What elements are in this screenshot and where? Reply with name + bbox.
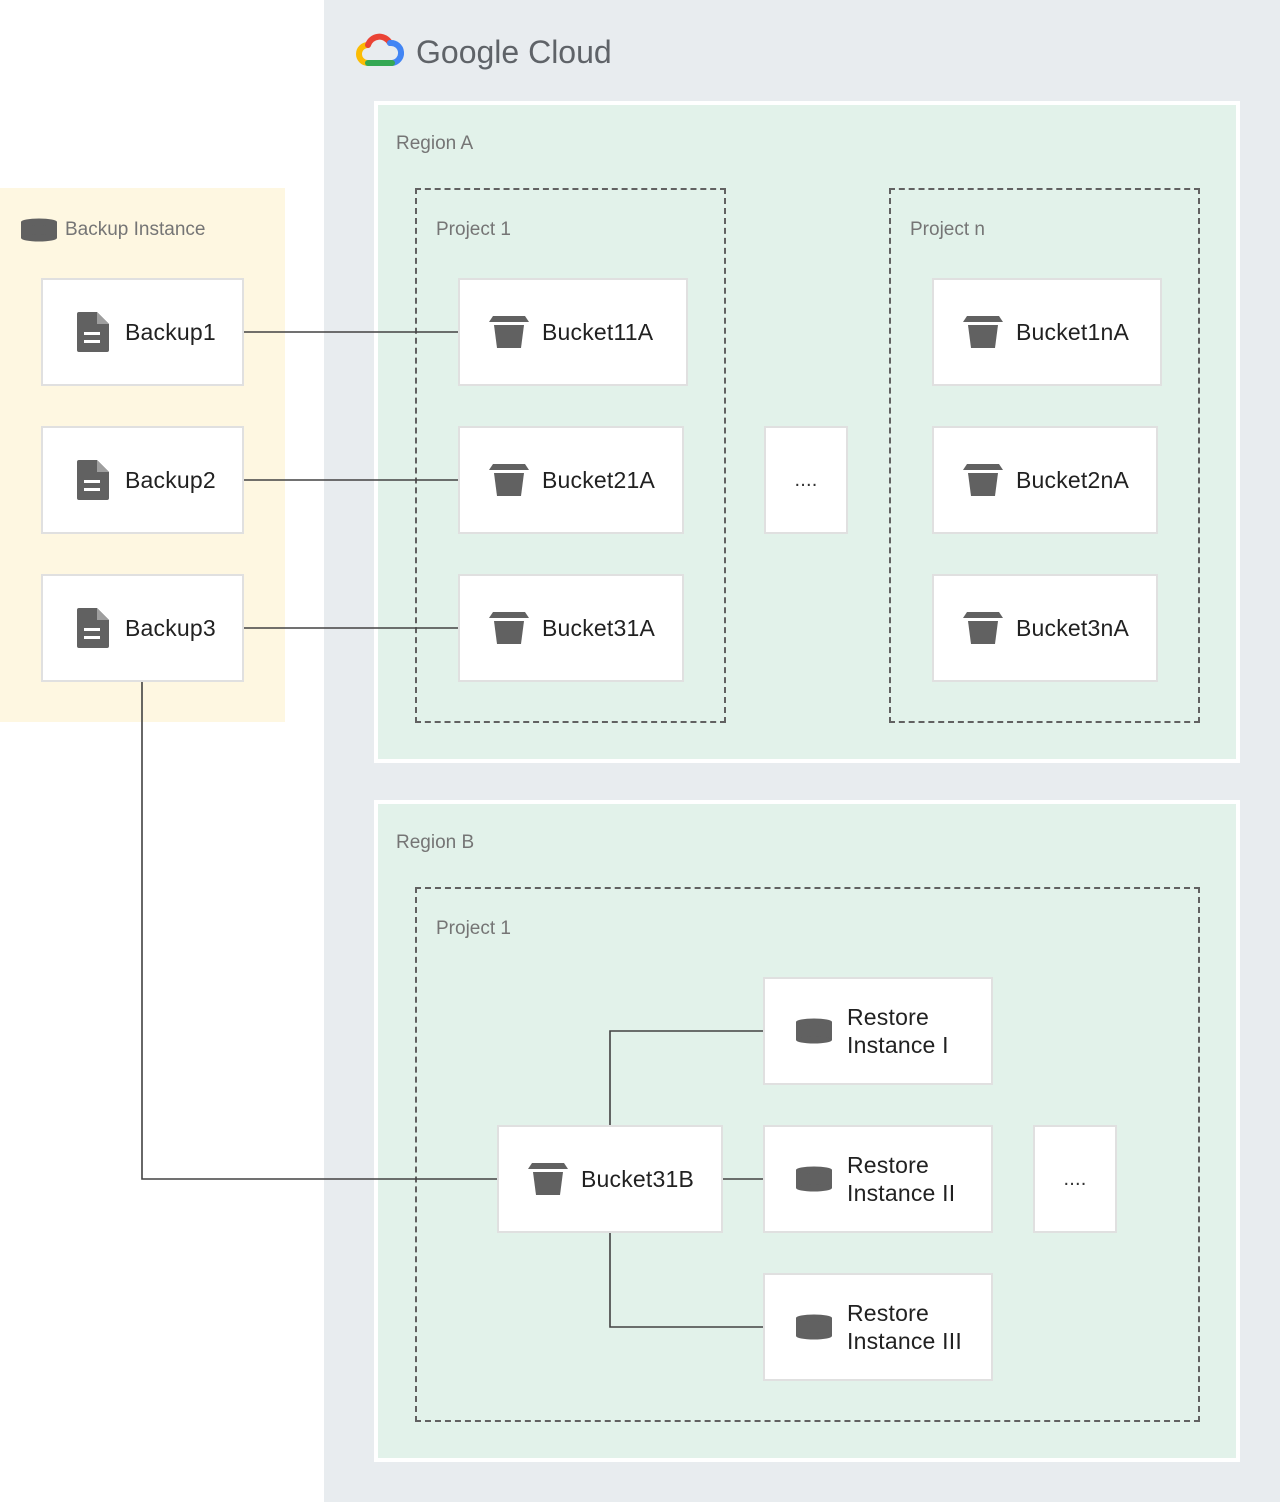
bucket31a-node[interactable]: Bucket31A [458,574,684,682]
database-icon [21,218,57,242]
document-icon [75,312,111,352]
google-cloud-logo: Google Cloud [354,32,612,72]
backup2-node[interactable]: Backup2 [41,426,244,534]
google-cloud-wordmark: Google Cloud [416,33,612,70]
bucket-icon [962,316,1004,348]
bucket11a-node[interactable]: Bucket11A [458,278,688,386]
region-b-project-1 [415,887,1200,1422]
bucket-icon [962,612,1004,644]
bucket21a-label: Bucket21A [542,467,656,493]
region-b-project-1-label: Project 1 [436,918,511,939]
restore-instance-3-label: Restore Instance III [847,1300,962,1354]
bucket31b-label: Bucket31B [581,1166,695,1192]
bucket-icon [488,316,530,348]
backup3-node[interactable]: Backup3 [41,574,244,682]
google-cloud-logo-icon [356,33,404,66]
bucket31a-label: Bucket31A [542,615,656,641]
bucket11a-label: Bucket11A [542,319,654,345]
bucket21a-node[interactable]: Bucket21A [458,426,684,534]
backup-instance-header: Backup Instance [20,218,205,242]
backup3-label: Backup3 [125,615,216,641]
bucket3na-label: Bucket3nA [1016,615,1130,641]
region-a-project-n [889,188,1200,723]
bucket2na-label: Bucket2nA [1016,467,1130,493]
bucket-icon [962,464,1004,496]
bucket3na-node[interactable]: Bucket3nA [932,574,1158,682]
bucket-icon [488,612,530,644]
bucket1na-label: Bucket1nA [1016,319,1130,345]
backup2-label: Backup2 [125,467,216,493]
region-a-project-n-label: Project n [910,219,985,240]
ellipsis-label: .... [794,468,818,491]
region-b-label: Region B [396,832,475,853]
database-icon [795,1018,833,1044]
restore-instance-3-node[interactable]: Restore Instance III [763,1273,993,1381]
region-a-project-1 [415,188,726,723]
database-icon [795,1166,833,1192]
restore-instance-2-label: Restore Instance II [847,1152,956,1206]
bucket2na-node[interactable]: Bucket2nA [932,426,1158,534]
region-a-label: Region A [396,133,474,154]
ellipsis-label: .... [1063,1167,1087,1190]
backup1-label: Backup1 [125,319,216,345]
bucket-icon [527,1163,569,1195]
restore-instance-2-node[interactable]: Restore Instance II [763,1125,993,1233]
restore-instance-1-label: Restore Instance I [847,1004,949,1058]
bucket1na-node[interactable]: Bucket1nA [932,278,1162,386]
bucket31b-node[interactable]: Bucket31B [497,1125,723,1233]
restore-instance-1-node[interactable]: Restore Instance I [763,977,993,1085]
document-icon [75,460,111,500]
region-a-more-projects[interactable]: .... [764,426,848,534]
backup1-node[interactable]: Backup1 [41,278,244,386]
region-b-more-restores[interactable]: .... [1033,1125,1117,1233]
bucket-icon [488,464,530,496]
database-icon [795,1314,833,1340]
region-a-project-1-label: Project 1 [436,219,511,240]
document-icon [75,608,111,648]
backup-instance-label: Backup Instance [65,219,206,240]
